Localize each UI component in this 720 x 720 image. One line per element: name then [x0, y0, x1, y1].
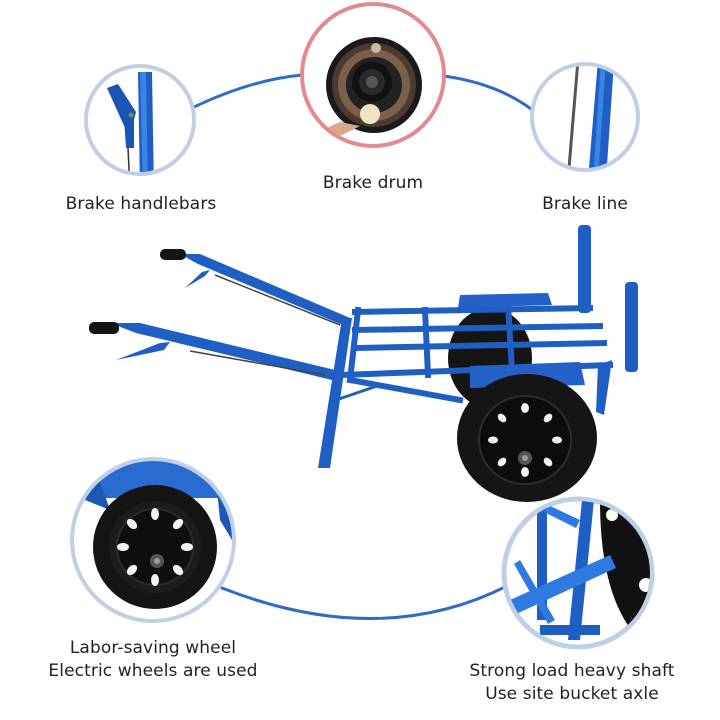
brake-lever-closeup-icon [84, 64, 196, 176]
label-line: Brake line [542, 194, 628, 214]
connector-lines [190, 73, 537, 620]
label-line: Electric wheels are used [48, 661, 258, 681]
callout-label-heavy-shaft: Strong load heavy shaft Use site bucket … [462, 660, 682, 706]
brake-cable-closeup-icon [530, 62, 640, 172]
label-line: Brake drum [322, 173, 424, 193]
callout-label-brake-line: Brake line [530, 193, 640, 216]
label-line: Strong load heavy shaft [469, 661, 675, 681]
brake-drum-closeup-icon [300, 2, 446, 148]
label-line: Brake handlebars [65, 194, 217, 214]
wheel-closeup-icon [70, 457, 236, 623]
callout-label-brake-drum: Brake drum [300, 172, 446, 195]
callout-label-labor-saving-wheel: Labor-saving wheel Electric wheels are u… [40, 637, 266, 683]
callout-label-brake-handlebars: Brake handlebars [48, 193, 234, 216]
wheelbarrow-cart-icon [89, 225, 638, 502]
label-line: Labor-saving wheel [69, 638, 237, 658]
axle-closeup-icon [501, 496, 655, 650]
label-line: Use site bucket axle [485, 684, 659, 704]
